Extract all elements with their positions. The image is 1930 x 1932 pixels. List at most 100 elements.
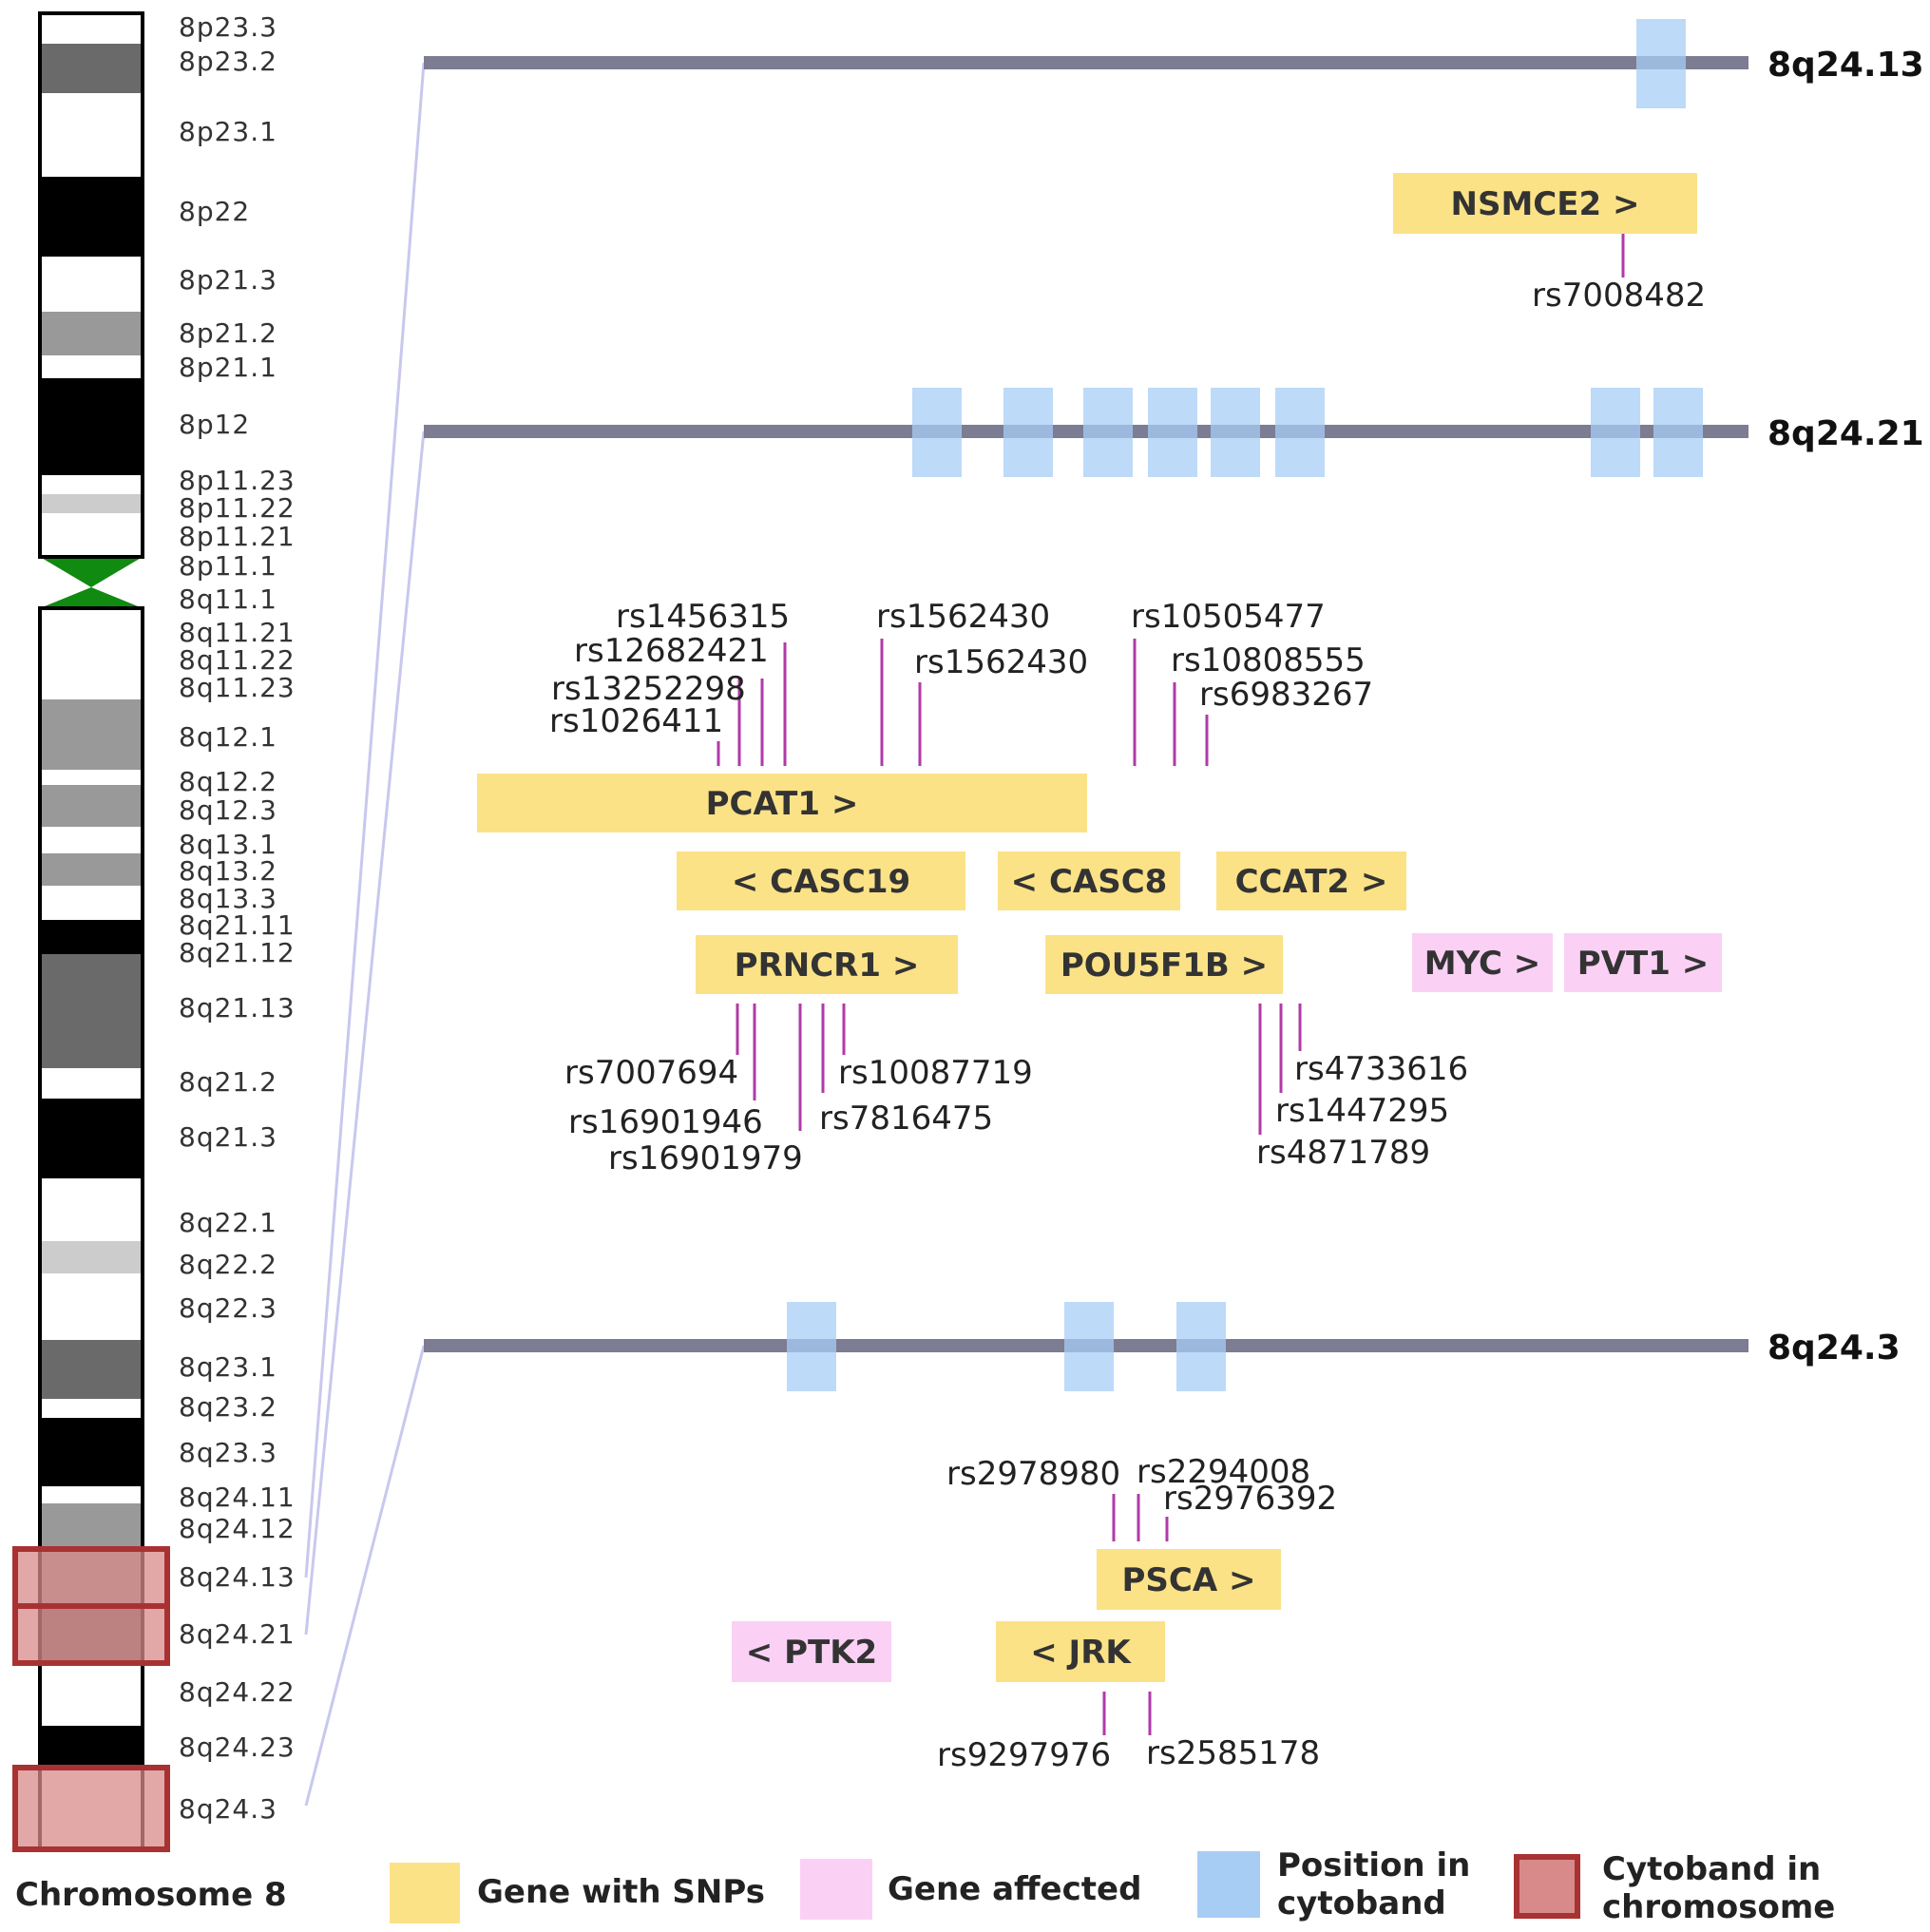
band-label-8q22-1: 8q22.1 bbox=[179, 1207, 277, 1238]
band-8q11-21 bbox=[40, 608, 143, 665]
band-8q21-12 bbox=[40, 935, 143, 954]
snp-label-rs16901979: rs16901979 bbox=[608, 1139, 803, 1177]
cytoband-position-8q24-21-7 bbox=[1591, 388, 1640, 477]
band-8q22-2 bbox=[40, 1241, 143, 1273]
band-8q12-2 bbox=[40, 770, 143, 785]
band-label-8q13-2: 8q13.2 bbox=[179, 855, 277, 887]
snp-label-rs6983267: rs6983267 bbox=[1199, 676, 1373, 714]
band-8p22 bbox=[40, 177, 143, 257]
snp-label-rs1026411: rs1026411 bbox=[549, 702, 723, 740]
gene-label-pvt1: PVT1 > bbox=[1577, 945, 1709, 983]
band-label-8p21-1: 8p21.1 bbox=[179, 352, 277, 383]
snp-label-rs9297976: rs9297976 bbox=[937, 1736, 1111, 1774]
legend-label-cytoband-line1: Cytoband in bbox=[1602, 1850, 1821, 1888]
centromere bbox=[40, 557, 143, 608]
cytoband-position-8q24-3-2 bbox=[1064, 1302, 1114, 1391]
gene-box-nsmce2 bbox=[1393, 173, 1697, 234]
legend-label-cytoband-line2: chromosome bbox=[1602, 1888, 1835, 1926]
band-8p21-3 bbox=[40, 257, 143, 312]
band-8p11-21 bbox=[40, 513, 143, 557]
band-label-8p11-1: 8p11.1 bbox=[179, 550, 277, 582]
snp-label-rs1447295: rs1447295 bbox=[1275, 1092, 1449, 1130]
snp-label-rs10087719: rs10087719 bbox=[838, 1054, 1033, 1092]
band-8q24-23 bbox=[40, 1726, 143, 1768]
band-label-8p11-21: 8p11.21 bbox=[179, 521, 296, 552]
gene-box-pou5f1b bbox=[1045, 935, 1283, 994]
band-label-8q12-3: 8q12.3 bbox=[179, 794, 277, 826]
band-label-8p22: 8p22 bbox=[179, 196, 250, 227]
snp-label-rs10505477: rs10505477 bbox=[1131, 598, 1326, 636]
band-8p23-1 bbox=[40, 93, 143, 177]
chromosome-ideogram bbox=[12, 11, 170, 1852]
band-label-8q22-2: 8q22.2 bbox=[179, 1249, 277, 1280]
gene-box-pvt1 bbox=[1564, 933, 1722, 992]
band-8q13-2 bbox=[40, 853, 143, 886]
band-8q24-12 bbox=[40, 1503, 143, 1549]
band-label-8p11-23: 8p11.23 bbox=[179, 465, 296, 496]
band-8p11-23 bbox=[40, 475, 143, 494]
cytoband-highlight-8q24-3 bbox=[12, 1765, 170, 1852]
band-8q24-11 bbox=[40, 1486, 143, 1503]
gene-label-pou5f1b: POU5F1B > bbox=[1061, 947, 1268, 985]
band-label-8p23-2: 8p23.2 bbox=[179, 46, 277, 77]
gene-label-casc8: < CASC8 bbox=[1011, 863, 1168, 901]
gene-box-psca bbox=[1097, 1549, 1281, 1610]
band-label-8q21-2: 8q21.2 bbox=[179, 1066, 277, 1098]
band-label-8q24-22: 8q24.22 bbox=[179, 1676, 296, 1708]
cytoband-position-8q24-3-1 bbox=[787, 1302, 836, 1391]
legend-swatch-gene-affected bbox=[800, 1859, 872, 1920]
snp-label-rs10808555: rs10808555 bbox=[1171, 641, 1366, 679]
gene-label-casc19: < CASC19 bbox=[732, 863, 910, 901]
band-8q22-3 bbox=[40, 1273, 143, 1340]
band-label-8q21-13: 8q21.13 bbox=[179, 992, 296, 1023]
band-label-8p12: 8p12 bbox=[179, 409, 250, 440]
p-arm-outline bbox=[38, 11, 144, 559]
gene-box-myc bbox=[1412, 933, 1553, 992]
band-8q21-11 bbox=[40, 920, 143, 935]
snp-label-rs2585178: rs2585178 bbox=[1146, 1734, 1320, 1772]
snp-label-rs1562430: rs1562430 bbox=[876, 598, 1050, 636]
gene-label-ptk2: < PTK2 bbox=[746, 1634, 877, 1672]
legend-swatch-cytoband-in-chromosome bbox=[1514, 1854, 1580, 1919]
gene-box-pcat1 bbox=[477, 774, 1087, 832]
legend-label-gene-affected: Gene affected bbox=[888, 1870, 1141, 1908]
cytoband-position-8q24-21-6 bbox=[1275, 388, 1325, 477]
legend-label-position-line1: Position in bbox=[1277, 1846, 1470, 1884]
zoom-line-8q24-13 bbox=[304, 62, 426, 1578]
snp-label-rs2294008: rs2294008 bbox=[1137, 1453, 1310, 1491]
band-label-8q23-3: 8q23.3 bbox=[179, 1437, 277, 1468]
region-bar-8q24-13 bbox=[424, 56, 1748, 69]
band-8q21-2 bbox=[40, 1068, 143, 1099]
zoom-line-8q24-3 bbox=[304, 1345, 426, 1807]
band-label-8q24-23: 8q24.23 bbox=[179, 1731, 296, 1763]
chromosome-title: Chromosome 8 bbox=[15, 1876, 287, 1914]
band-label-8q21-11: 8q21.11 bbox=[179, 909, 296, 941]
band-label-8q12-1: 8q12.1 bbox=[179, 721, 277, 753]
snp-label-rs4733616: rs4733616 bbox=[1294, 1050, 1468, 1088]
legend-swatch-gene-with-snps bbox=[390, 1863, 460, 1923]
band-label-8p21-2: 8p21.2 bbox=[179, 317, 277, 349]
snp-label-rs2976392: rs2976392 bbox=[1163, 1480, 1337, 1518]
band-label-8q24-3: 8q24.3 bbox=[179, 1793, 277, 1825]
band-label-8q21-3: 8q21.3 bbox=[179, 1121, 277, 1153]
snp-label-rs12682421: rs12682421 bbox=[574, 632, 769, 670]
band-8q24-22 bbox=[40, 1663, 143, 1726]
band-label-8q23-1: 8q23.1 bbox=[179, 1351, 277, 1383]
band-label-8q11-1: 8q11.1 bbox=[179, 583, 277, 615]
band-label-8q21-12: 8q21.12 bbox=[179, 937, 296, 968]
band-8q12-3 bbox=[40, 785, 143, 827]
cytoband-position-8q24-21-1 bbox=[912, 388, 962, 477]
band-label-8q12-2: 8q12.2 bbox=[179, 766, 277, 797]
band-label-8q24-21: 8q24.21 bbox=[179, 1618, 296, 1650]
snp-label-rs16901946: rs16901946 bbox=[568, 1103, 763, 1141]
band-8q21-3 bbox=[40, 1099, 143, 1178]
gene-label-jrk: < JRK bbox=[1030, 1634, 1132, 1672]
band-8q11-22 bbox=[40, 665, 143, 677]
band-8q21-13 bbox=[40, 954, 143, 1068]
band-8p23-3 bbox=[40, 13, 143, 44]
legend-swatch-position-in-cytoband bbox=[1197, 1851, 1260, 1918]
band-8p21-1 bbox=[40, 355, 143, 378]
snp-label-rs2978980: rs2978980 bbox=[946, 1455, 1120, 1493]
snp-label-rs7008482: rs7008482 bbox=[1532, 277, 1706, 315]
